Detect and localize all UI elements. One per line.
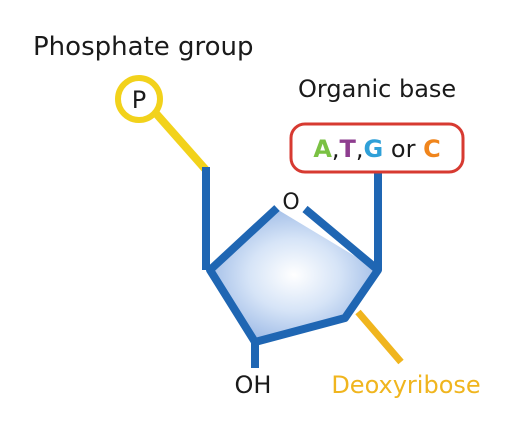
base-t: T: [340, 135, 357, 163]
base-options-text: A,T,G or C: [313, 135, 440, 163]
phosphate-node: P: [115, 75, 163, 123]
base-a: A: [313, 135, 332, 163]
ring-oxygen-label: O: [282, 190, 299, 215]
phosphate-symbol: P: [132, 86, 146, 114]
deoxyribose-label: Deoxyribose: [331, 371, 480, 399]
base-box-border: [289, 122, 465, 174]
base-c: C: [423, 135, 441, 163]
sugar-ring-fill: [210, 208, 378, 342]
base-g: G: [364, 135, 384, 163]
phosphate-group-label: Phosphate group: [33, 32, 254, 62]
organic-base-box: A,T,G or C: [289, 122, 465, 174]
deoxyribose-pointer: [355, 309, 404, 365]
base-separator: ,: [332, 135, 340, 163]
sugar-ring-outline: [206, 205, 382, 346]
hydroxyl-label: OH: [235, 371, 272, 399]
base-separator: ,: [356, 135, 364, 163]
base-or: or: [383, 135, 423, 163]
organic-base-label: Organic base: [298, 75, 456, 103]
phosphate-bond: [150, 107, 209, 173]
phosphate-circle: [115, 75, 163, 123]
